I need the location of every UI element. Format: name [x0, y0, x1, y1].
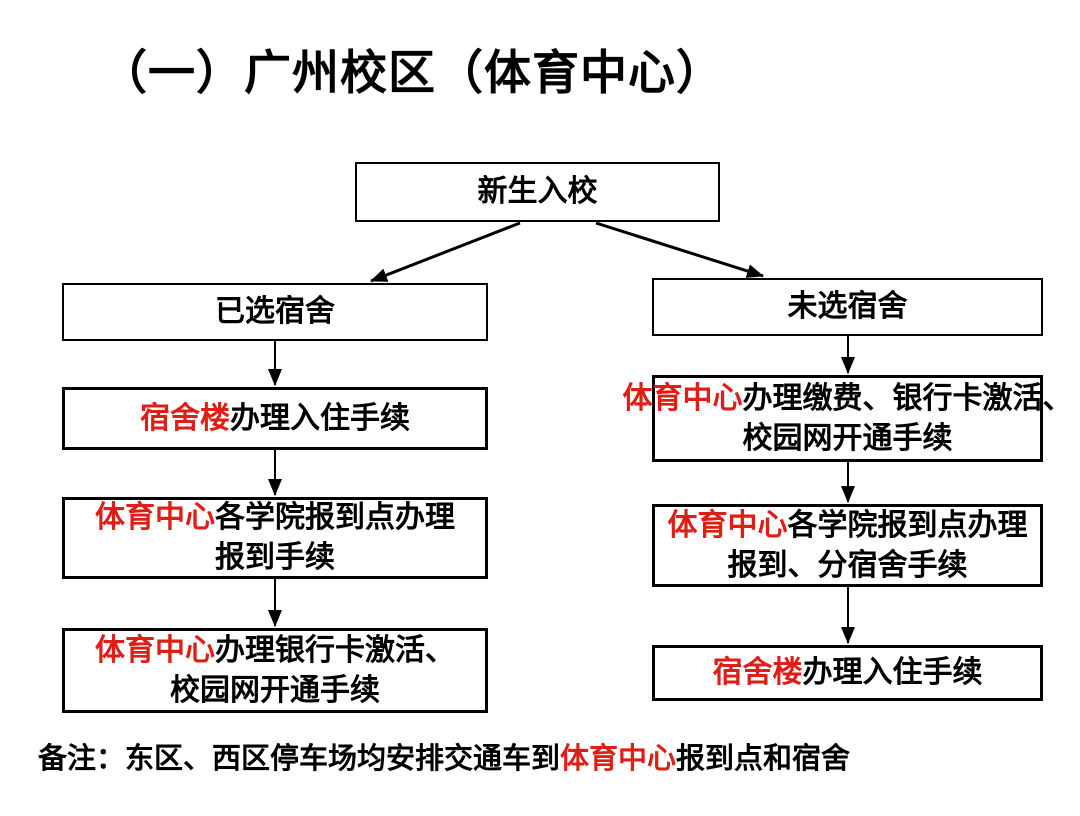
- text-segment: 校园网开通手续: [170, 673, 380, 707]
- text-line: 已选宿舍: [215, 292, 335, 332]
- highlighted-text-segment: 体育中心: [95, 633, 215, 667]
- text-segment: 新生入校: [477, 175, 598, 208]
- text-line: 报到、分宿舍手续: [728, 546, 968, 586]
- text-segment: 办理银行卡激活、: [215, 633, 455, 667]
- page-title: （一）广州校区（体育中心）: [100, 46, 724, 99]
- highlighted-text-segment: 体育中心: [667, 508, 788, 542]
- highlighted-text-segment: 体育中心: [95, 501, 215, 534]
- highlighted-text-segment: 体育中心: [622, 381, 743, 415]
- note-text: 备注：东区、西区停车场均安排交通车到体育中心报到点和宿舍: [38, 735, 850, 777]
- text-segment: 未选宿舍: [787, 290, 908, 323]
- text-segment: 报到、分宿舍手续: [727, 548, 968, 582]
- text-segment: 校园网开通手续: [742, 421, 953, 455]
- flow-box-bankcard-network-left: 体育中心办理银行卡激活、校园网开通手续: [62, 628, 488, 713]
- text-segment: 办理入住手续: [230, 401, 410, 435]
- flow-box-dorm-checkin-right: 宿舍楼办理入住手续: [652, 645, 1043, 701]
- text-line: 体育中心各学院报到点办理: [95, 498, 455, 538]
- text-line: 体育中心办理缴费、银行卡激活、: [623, 379, 1073, 419]
- text-segment: 各学院报到点办理: [787, 508, 1028, 542]
- flow-box-dorm-checkin-left: 宿舍楼办理入住手续: [62, 387, 488, 450]
- text-line: 新生入校: [478, 172, 598, 212]
- flow-box-payment-bankcard-network: 体育中心办理缴费、银行卡激活、校园网开通手续: [623, 375, 1073, 462]
- text-segment: 各学院报到点办理: [215, 501, 455, 534]
- highlighted-text-segment: 体育中心: [560, 743, 677, 775]
- text-line: 宿舍楼办理入住手续: [713, 653, 983, 693]
- text-line: 校园网开通手续: [170, 671, 380, 711]
- arrow-root-to-dorm-selected: [370, 221, 521, 283]
- text-segment: 报到手续: [215, 541, 335, 574]
- arrow-root-to-dorm-not-selected: [595, 221, 764, 278]
- text-line: 报到手续: [215, 538, 335, 578]
- flow-box-new-student-arrival: 新生入校: [355, 162, 720, 222]
- text-segment: 办理入住手续: [802, 656, 983, 689]
- text-segment: 备注：东区、西区停车场均安排交通车到: [38, 743, 561, 775]
- text-line: 体育中心各学院报到点办理: [668, 506, 1028, 546]
- flow-box-college-checkin-left: 体育中心各学院报到点办理报到手续: [62, 497, 488, 579]
- flow-box-dorm-not-selected: 未选宿舍: [652, 278, 1043, 336]
- text-line: 宿舍楼办理入住手续: [140, 399, 410, 439]
- flow-box-dorm-selected: 已选宿舍: [62, 283, 488, 341]
- text-segment: 办理缴费、银行卡激活、: [742, 381, 1073, 415]
- text-line: 未选宿舍: [788, 287, 908, 327]
- text-segment: 报到点和宿舍: [676, 743, 851, 775]
- text-line: 校园网开通手续: [743, 419, 953, 459]
- highlighted-text-segment: 宿舍楼: [140, 401, 230, 435]
- text-segment: 已选宿舍: [215, 295, 335, 328]
- text-line: 体育中心办理银行卡激活、: [95, 631, 455, 671]
- text-line: 备注：东区、西区停车场均安排交通车到体育中心报到点和宿舍: [38, 735, 850, 777]
- highlighted-text-segment: 宿舍楼: [712, 656, 803, 689]
- flow-box-college-checkin-assign-dorm: 体育中心各学院报到点办理报到、分宿舍手续: [652, 504, 1043, 587]
